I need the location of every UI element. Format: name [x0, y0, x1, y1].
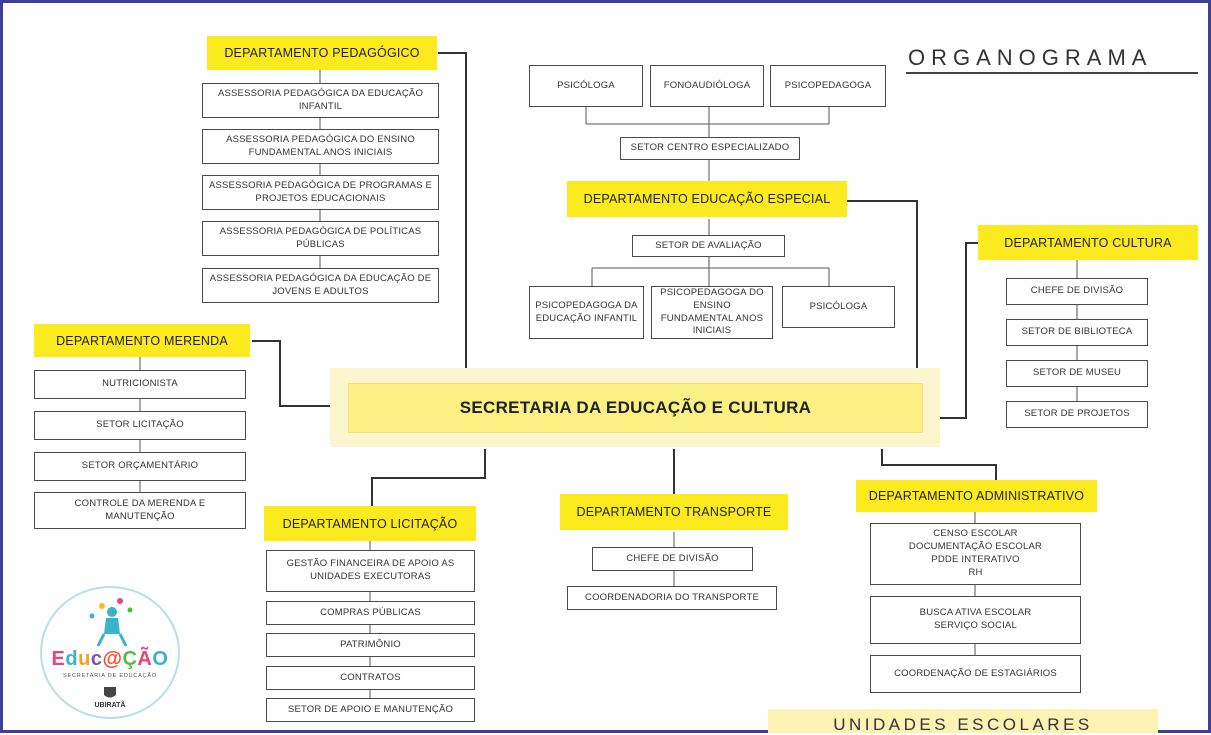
especial-top-item: PSICOPEDAGOGA [770, 65, 886, 107]
pedagogico-item: ASSESSORIA PEDAGÓGICA DE PROGRAMAS E PRO… [202, 175, 439, 210]
merenda-item: CONTROLE DA MERENDA E MANUTENÇÃO [34, 492, 246, 529]
education-logo: Educ@ÇÃO SECRETARIA DE EDUCAÇÃO UBIRATÃ [40, 586, 180, 719]
especial-top-item: PSICÓLOGA [529, 65, 643, 107]
logo-letter: E [51, 648, 66, 670]
logo-subtitle: SECRETARIA DE EDUCAÇÃO [63, 673, 157, 679]
logo-letter: u [78, 648, 91, 670]
administrativo-item: COORDENAÇÃO DE ESTAGIÁRIOS [870, 655, 1081, 693]
dept-pedagogico: DEPARTAMENTO PEDAGÓGICO [207, 36, 437, 70]
licitacao-item: COMPRAS PÚBLICAS [266, 601, 475, 625]
administrativo-item: CENSO ESCOLAR DOCUMENTAÇÃO ESCOLAR PDDE … [870, 523, 1081, 585]
especial-bottom-item: PSICÓLOGA [782, 286, 895, 328]
diagram-title: ORGANOGRAMA [908, 45, 1153, 70]
cultura-item: CHEFE DE DIVISÃO [1006, 278, 1148, 305]
dept-administrativo: DEPARTAMENTO ADMINISTRATIVO [856, 480, 1097, 512]
pedagogico-item: ASSESSORIA PEDAGÓGICA DA EDUCAÇÃO DE JOV… [202, 268, 439, 303]
title-underline [906, 72, 1198, 74]
licitacao-item: PATRIMÔNIO [266, 633, 475, 657]
logo-letter: Ã [137, 648, 153, 670]
logo-text: Educ@ÇÃO [42, 648, 178, 671]
logo-letter: d [65, 648, 79, 670]
licitacao-item: CONTRATOS [266, 666, 475, 690]
logo-letter: c [90, 648, 103, 670]
cultura-item: SETOR DE MUSEU [1006, 360, 1148, 387]
pedagogico-item: ASSESSORIA PEDAGÓGICA DE POLÍTICAS PÚBLI… [202, 221, 439, 256]
merenda-item: SETOR ORÇAMENTÁRIO [34, 452, 246, 481]
unidades-escolares: UNIDADES ESCOLARES [768, 709, 1158, 734]
administrativo-item: BUSCA ATIVA ESCOLAR SERVIÇO SOCIAL [870, 596, 1081, 644]
dept-merenda: DEPARTAMENTO MERENDA [34, 324, 250, 357]
especial-top-item: FONOAUDIÓLOGA [650, 65, 764, 107]
pedagogico-item: ASSESSORIA PEDAGÓGICA DA EDUCAÇÃO INFANT… [202, 83, 439, 118]
setor-avaliacao: SETOR DE AVALIAÇÃO [632, 235, 785, 257]
logo-letter: Ç [122, 648, 138, 670]
pedagogico-item: ASSESSORIA PEDAGÓGICA DO ENSINO FUNDAMEN… [202, 129, 439, 164]
logo-letter: @ [102, 648, 123, 670]
city-crest-icon [104, 687, 116, 698]
merenda-item: SETOR LICITAÇÃO [34, 411, 246, 440]
logo-letter: O [152, 648, 169, 670]
merenda-item: NUTRICIONISTA [34, 370, 246, 399]
cultura-item: SETOR DE PROJETOS [1006, 401, 1148, 428]
logo-city: UBIRATÃ [94, 702, 126, 709]
licitacao-item: SETOR DE APOIO E MANUTENÇÃO [266, 698, 475, 722]
setor-centro-especializado: SETOR CENTRO ESPECIALIZADO [620, 137, 800, 160]
dept-cultura: DEPARTAMENTO CULTURA [978, 225, 1198, 260]
licitacao-item: GESTÃO FINANCEIRA DE APOIO AS UNIDADES E… [266, 550, 475, 592]
especial-bottom-item: PSICOPEDAGOGA DO ENSINO FUNDAMENTAL ANOS… [651, 286, 773, 339]
dept-licitacao: DEPARTAMENTO LICITAÇÃO [264, 506, 476, 541]
central-node: SECRETARIA DA EDUCAÇÃO E CULTURA [348, 383, 923, 433]
especial-bottom-item: PSICOPEDAGOGA DA EDUCAÇÃO INFANTIL [529, 286, 644, 339]
dept-transporte: DEPARTAMENTO TRANSPORTE [560, 494, 788, 530]
transporte-item: COORDENADORIA DO TRANSPORTE [567, 586, 777, 610]
cultura-item: SETOR DE BIBLIOTECA [1006, 319, 1148, 346]
child-figure-icon [89, 598, 133, 647]
dept-educacao-especial: DEPARTAMENTO EDUCAÇÃO ESPECIAL [567, 181, 847, 217]
transporte-item: CHEFE DE DIVISÃO [592, 547, 753, 571]
